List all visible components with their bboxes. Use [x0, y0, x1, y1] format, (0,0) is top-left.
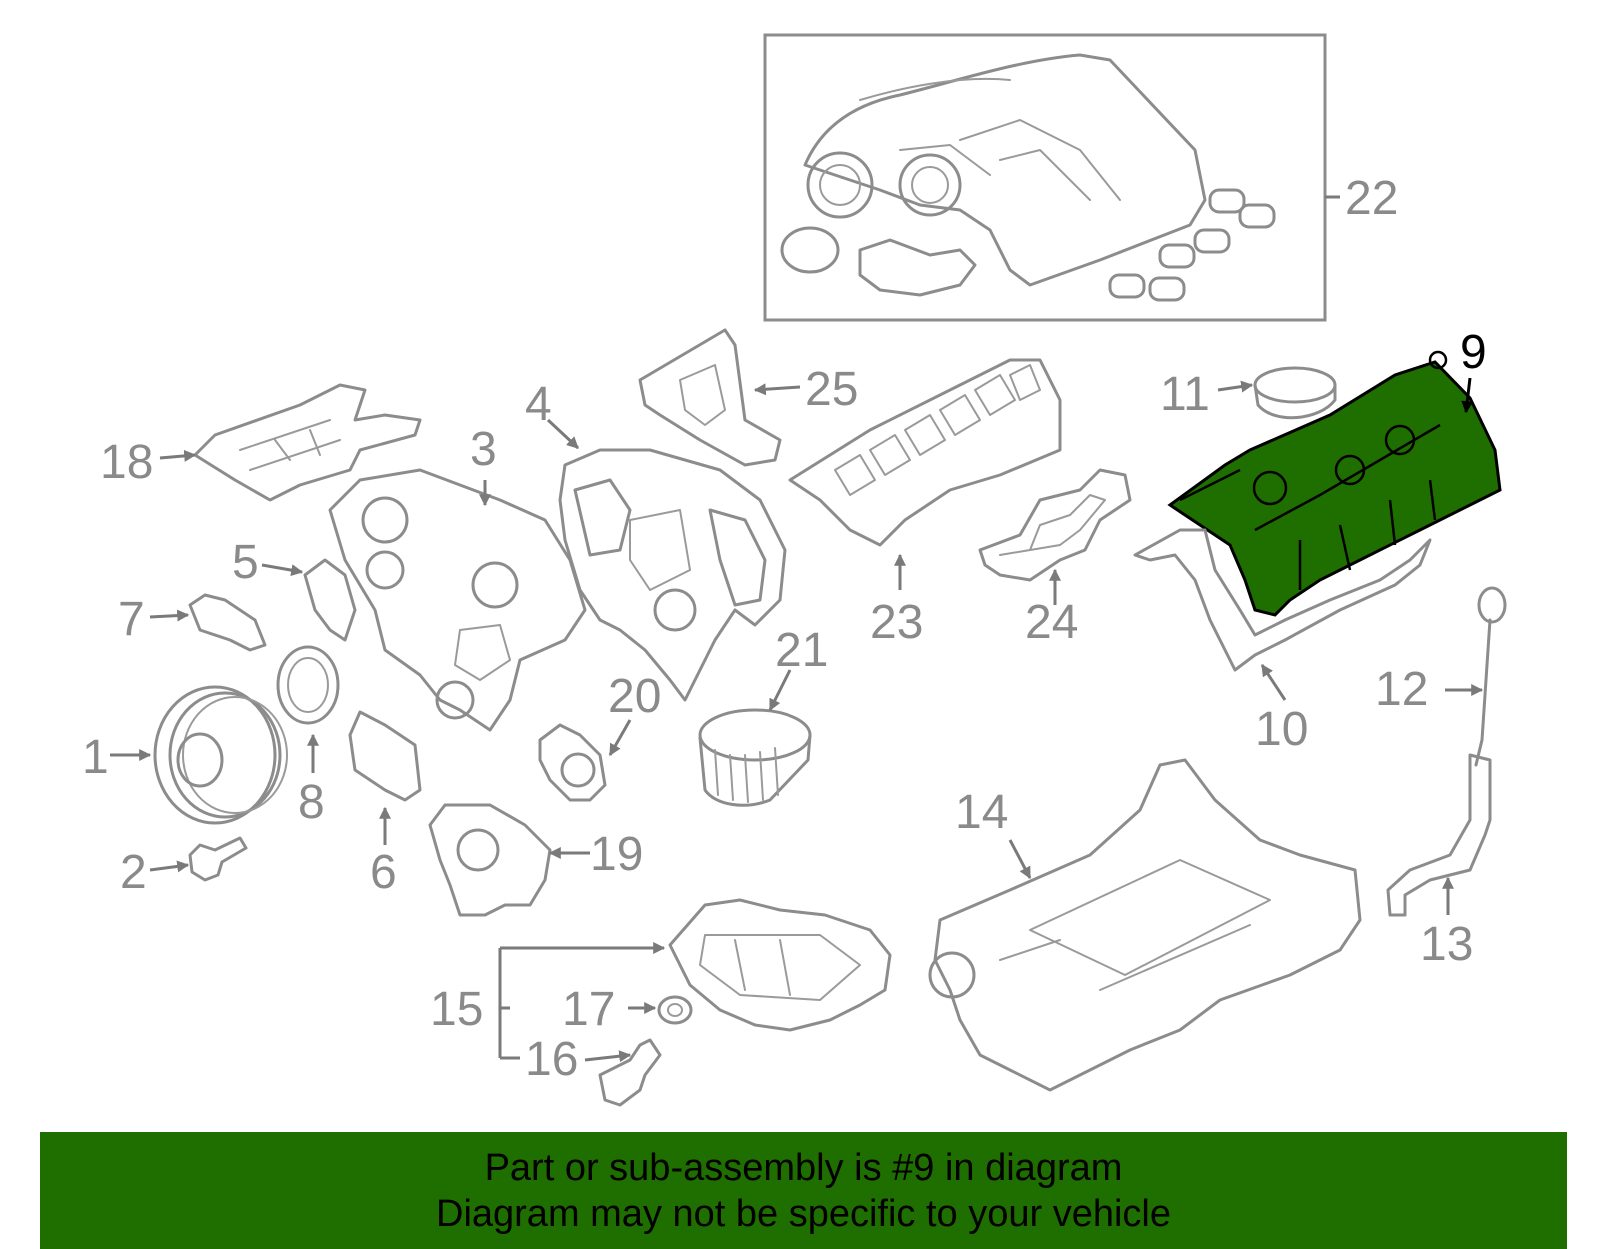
callout-20: 20 — [608, 670, 661, 723]
callout-1: 1 — [82, 731, 109, 784]
part-19-oil-pump — [428, 803, 590, 917]
callout-5: 5 — [232, 536, 259, 589]
part-18-heat-shield — [159, 383, 422, 502]
part-6-gasket — [348, 710, 422, 845]
part-23-lower-intake — [788, 358, 1062, 590]
callout-14: 14 — [955, 786, 1008, 839]
part-24-gasket — [978, 468, 1132, 605]
part-9-valve-cover-highlighted — [1167, 350, 1502, 617]
part-20-oil-cooler — [538, 719, 632, 802]
callout-labels: 1 2 3 4 5 6 7 8 9 10 11 12 13 14 15 16 1… — [82, 172, 1487, 1086]
callout-22: 22 — [1345, 172, 1398, 225]
callout-16: 16 — [525, 1033, 578, 1086]
part-12-dipstick — [1445, 586, 1507, 767]
part-17-washer — [628, 995, 693, 1025]
part-16-drain-plug — [584, 1038, 662, 1107]
callout-18: 18 — [100, 436, 153, 489]
callout-2: 2 — [120, 846, 147, 899]
part-2-bolt — [149, 836, 248, 882]
callout-7: 7 — [118, 593, 145, 646]
callout-4: 4 — [525, 378, 552, 431]
callout-3: 3 — [470, 423, 497, 476]
info-banner: Part or sub-assembly is #9 in diagram Di… — [40, 1132, 1567, 1249]
part-14-oil-pan-upper — [928, 758, 1362, 1092]
part-1-crank-pulley — [110, 685, 288, 825]
callout-17: 17 — [562, 983, 615, 1036]
banner-line-2: Diagram may not be specific to your vehi… — [436, 1192, 1171, 1235]
callout-10: 10 — [1255, 703, 1308, 756]
callout-23: 23 — [870, 596, 923, 649]
part-11-oil-cap — [1217, 366, 1337, 420]
banner-line-1: Part or sub-assembly is #9 in diagram — [484, 1146, 1123, 1189]
callout-19: 19 — [590, 828, 643, 881]
part-8-seal — [276, 645, 340, 773]
part-10-valve-cover-gasket — [1133, 528, 1432, 701]
part-22-intake-manifold — [763, 33, 1340, 322]
callout-24: 24 — [1025, 596, 1078, 649]
engine-parts-diagram: 1 2 3 4 5 6 7 8 9 10 11 12 13 14 15 16 1… — [82, 33, 1507, 1107]
callout-12: 12 — [1375, 663, 1428, 716]
part-4-front-cover — [546, 418, 787, 702]
part-5-gasket — [261, 558, 357, 642]
callout-25: 25 — [805, 363, 858, 416]
part-7-bracket — [149, 593, 267, 652]
callout-8: 8 — [298, 776, 325, 829]
part-3-timing-cover — [328, 468, 587, 732]
part-21-oil-filter — [698, 669, 812, 807]
callout-15: 15 — [430, 983, 483, 1036]
part-15-lower-oil-pan — [498, 898, 892, 1060]
callout-13: 13 — [1420, 918, 1473, 971]
callout-21: 21 — [775, 624, 828, 677]
part-13-dipstick-tube — [1386, 753, 1492, 917]
callout-11: 11 — [1160, 368, 1210, 421]
callout-9: 9 — [1460, 326, 1487, 379]
callout-6: 6 — [370, 846, 397, 899]
part-25-gasket — [638, 328, 801, 467]
